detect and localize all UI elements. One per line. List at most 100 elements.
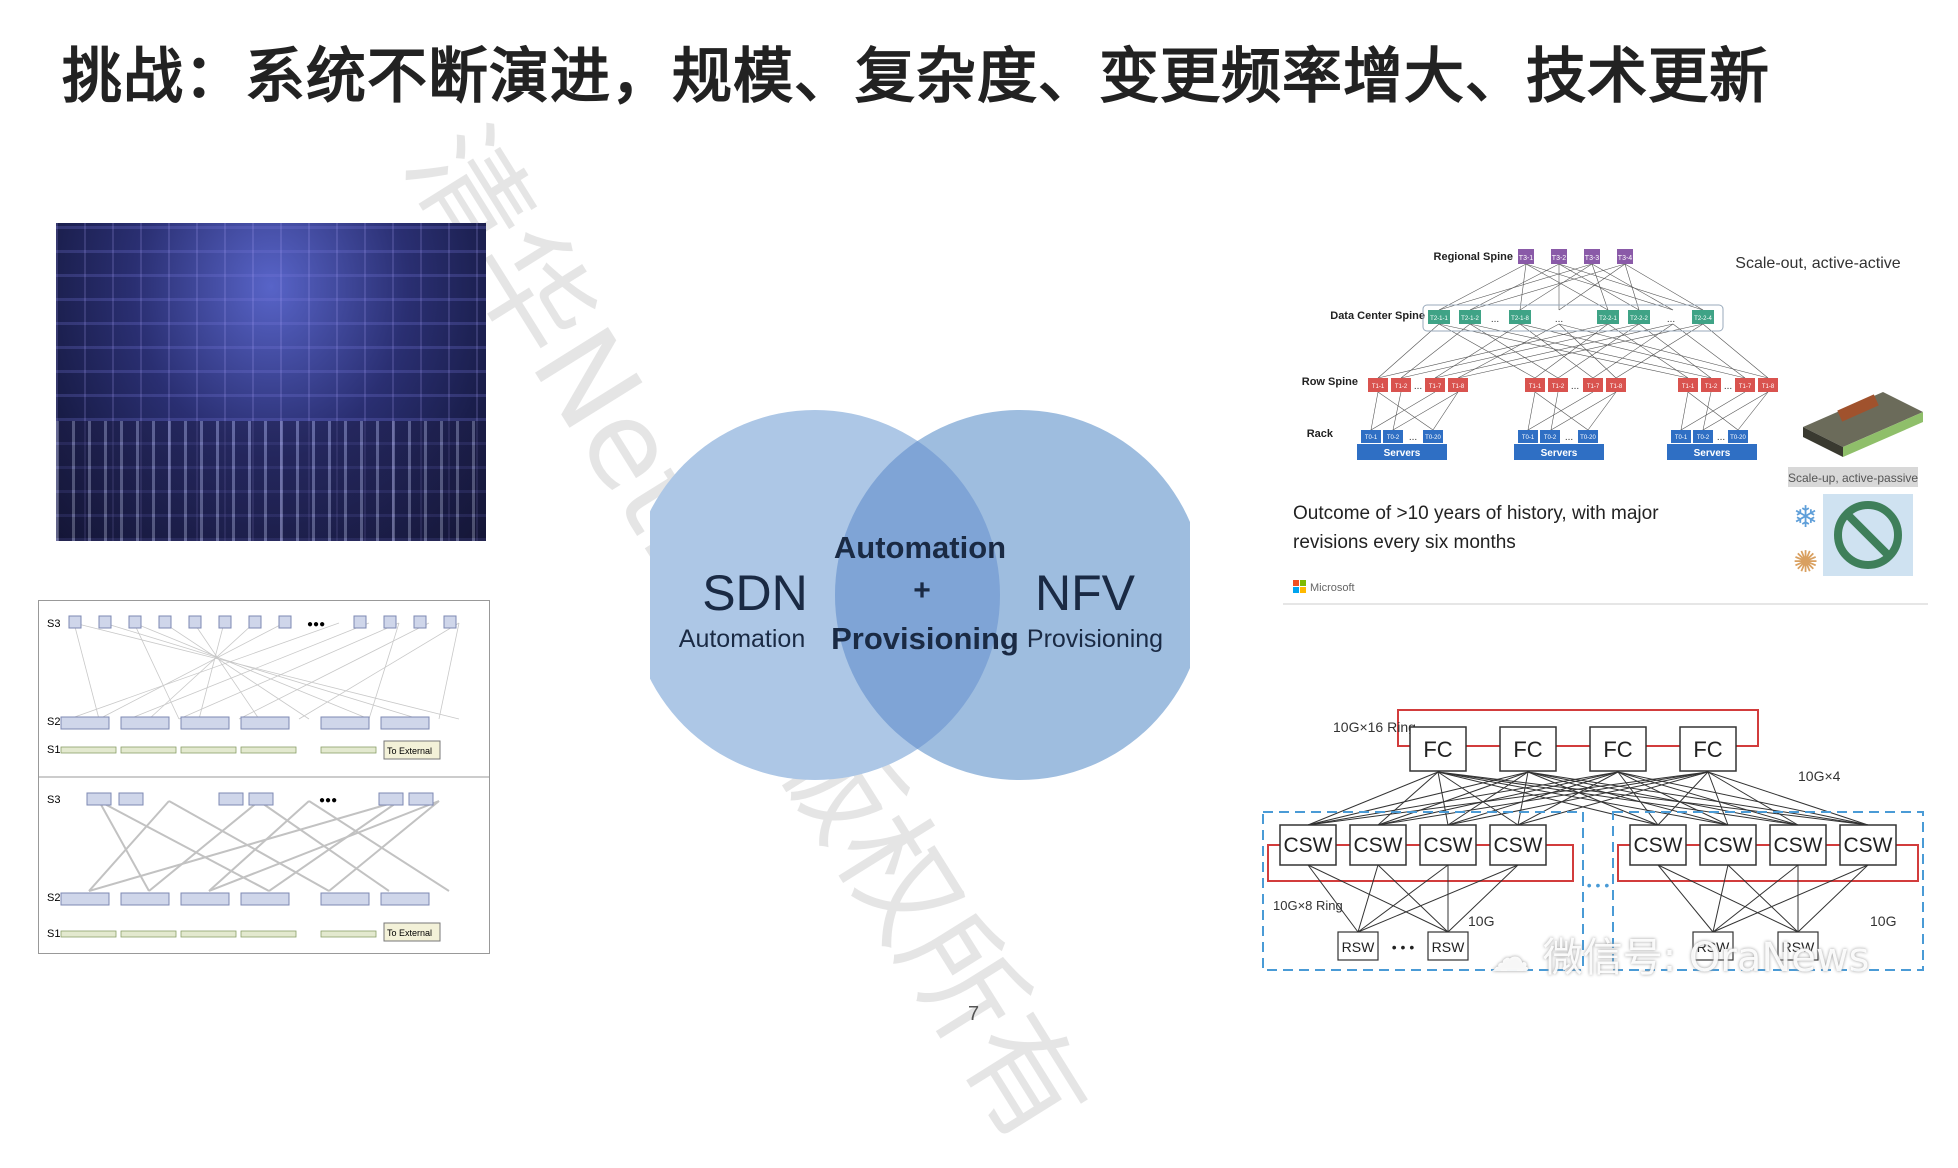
fabric-csw-rsw-links xyxy=(1307,864,1869,933)
ms-scale-out-note: Scale-out, active-active xyxy=(1735,255,1901,272)
clos-bottom-s2-nodes xyxy=(60,892,430,906)
fabric-rsw-label: RSW xyxy=(1342,939,1375,955)
fabric-csw-ring-right xyxy=(1617,844,1919,882)
fabric-csw-nodes: CSW CSW CSW CSW CSW CSW CSW CSW xyxy=(1279,824,1897,866)
clos-top-s2: S2 xyxy=(47,716,60,728)
ms-t0-ellipsis: ... xyxy=(1565,432,1573,443)
ms-t3-nodes: T3-1 T3-2 T3-3 T3-4 xyxy=(1518,249,1633,264)
fabric-fc-ring xyxy=(1397,709,1759,747)
clos-topology-diagram: S3 ●●● S2 S1 To External S3 xyxy=(38,600,490,954)
clos-bottom-s2: S2 xyxy=(47,892,60,904)
slide-title: 挑战：系统不断演进，规模、复杂度、变更频率增大、技术更新 xyxy=(62,42,1770,112)
venn-svg: SDN Automation Automation + Provisioning… xyxy=(630,410,1205,780)
ms-brand-label: Microsoft xyxy=(1310,582,1355,594)
fabric-10g-label-right: 10G xyxy=(1870,913,1896,929)
fabric-fc-label: FC xyxy=(1693,737,1722,762)
ms-t3-label: T3-1 xyxy=(1519,255,1534,262)
clos-bottom-s3-nodes xyxy=(86,792,434,806)
ms-t1-label: T1-7 xyxy=(1739,384,1752,390)
venn-left-title: SDN xyxy=(702,565,808,621)
ms-t2-ellipsis: ... xyxy=(1667,314,1675,325)
ms-t3-label: T3-2 xyxy=(1552,255,1567,262)
fabric-csw-label: CSW xyxy=(1494,834,1543,857)
fabric-csw-label: CSW xyxy=(1774,834,1823,857)
ms-t3-label: T3-4 xyxy=(1618,255,1633,262)
ms-t1-label: T1-7 xyxy=(1429,384,1442,390)
fabric-csw-label: CSW xyxy=(1634,834,1683,857)
fabric-csw-label: CSW xyxy=(1704,834,1753,857)
ms-t0-ellipsis: ... xyxy=(1717,432,1725,443)
ms-dc-spine-frame xyxy=(1422,304,1724,332)
ms-t1-label: T1-2 xyxy=(1552,384,1565,390)
ms-t1-label: T1-2 xyxy=(1395,384,1408,390)
ms-t1-label: T1-8 xyxy=(1610,384,1623,390)
ms-t1-label: T1-8 xyxy=(1762,384,1775,390)
ms-t0-label: T0-2 xyxy=(1387,435,1400,441)
venn-center-line1: Automation xyxy=(834,530,1006,565)
clos-top-ext: To External xyxy=(387,746,432,756)
fabric-fc-nodes: FC FC FC FC xyxy=(1409,726,1737,772)
ms-rack-group-1: T0-1 T0-2 ... T0-20 Servers xyxy=(1357,430,1447,460)
ms-t1-ellipsis: ... xyxy=(1724,381,1732,392)
fabric-ring8-label: 10G×8 Ring xyxy=(1273,898,1343,913)
fabric-fc-csw-links xyxy=(1307,771,1869,826)
ms-t3-label: T3-3 xyxy=(1585,255,1600,262)
ms-outcome-line2: revisions every six months xyxy=(1293,532,1516,553)
ms-t1-ellipsis: ... xyxy=(1571,381,1579,392)
ms-t1-group-2: T1-1 T1-2 ... T1-7 T1-8 xyxy=(1525,378,1626,392)
ms-t1-group-3: T1-1 T1-2 ... T1-7 T1-8 xyxy=(1678,378,1778,392)
fabric-rsw-label: RSW xyxy=(1432,939,1465,955)
ms-t2-label: T2-1-1 xyxy=(1430,316,1448,322)
ms-t2-label: T2-2-1 xyxy=(1599,316,1617,322)
fabric-pod-right xyxy=(1612,811,1924,971)
ms-t1-label: T1-7 xyxy=(1587,384,1600,390)
ms-t1-label: T1-1 xyxy=(1682,384,1695,390)
venn-left-sub: Automation xyxy=(679,625,805,653)
clos-top-links xyxy=(68,622,460,720)
ms-t1-group-1: T1-1 T1-2 ... T1-7 T1-8 xyxy=(1368,378,1468,392)
ms-t0-label: T0-20 xyxy=(1580,435,1596,441)
fabric-fc-label: FC xyxy=(1603,737,1632,762)
fabric-rsw-nodes: RSW RSW RSW RSW xyxy=(1337,931,1819,961)
ms-t2-ellipsis: ... xyxy=(1491,314,1499,325)
ms-t0-label: T0-20 xyxy=(1730,435,1746,441)
ms-t1-label: T1-1 xyxy=(1372,384,1385,390)
fabric-csw-label: CSW xyxy=(1354,834,1403,857)
ms-servers-label: Servers xyxy=(1384,448,1421,459)
fabric-rsw-dots: • • • xyxy=(1392,939,1415,955)
fabric-csw-label: CSW xyxy=(1844,834,1893,857)
ms-rack-group-3: T0-1 T0-2 ... T0-20 Servers xyxy=(1667,430,1757,460)
clos-top-ext-box xyxy=(383,740,441,760)
venn-right-sub: Provisioning xyxy=(1027,625,1163,653)
clos-bottom-ext-box xyxy=(383,922,441,942)
clos-bottom-links xyxy=(88,800,450,892)
wechat-watermark: ☁ 微信号: OraNews xyxy=(1490,925,1869,983)
ms-servers-label: Servers xyxy=(1694,448,1731,459)
ms-row-spine-label: Row Spine xyxy=(1302,376,1358,388)
ms-t2-nodes: T2-1-1 T2-1-2 ... T2-1-8 ... T2-2-1 T2-2… xyxy=(1428,310,1714,325)
ms-t0-label: T0-2 xyxy=(1697,435,1710,441)
microsoft-logo-icon xyxy=(1293,580,1306,593)
fabric-10g-label-left: 10G xyxy=(1468,913,1494,929)
ms-servers-label: Servers xyxy=(1541,448,1578,459)
venn-center-line2: + xyxy=(913,574,931,607)
ms-dc-spine-label: Data Center Spine xyxy=(1330,310,1425,322)
clos-bottom-s3: S3 xyxy=(47,794,60,806)
ms-rack-group-2: T0-1 T0-2 ... T0-20 Servers xyxy=(1514,430,1604,460)
fabric-rsw-label: RSW xyxy=(1782,939,1815,955)
fabric-pod-left xyxy=(1262,811,1584,971)
microsoft-topology-diagram: Scale-out, active-active Regional Spine … xyxy=(1283,232,1928,612)
venn-right-title: NFV xyxy=(1035,565,1136,621)
fabric-csw-label: CSW xyxy=(1284,834,1333,857)
ms-t2-label: T2-1-8 xyxy=(1511,316,1529,322)
venn-center-line3: Provisioning xyxy=(831,621,1019,656)
ms-t1-label: T1-1 xyxy=(1529,384,1542,390)
fabric-csw-label: CSW xyxy=(1424,834,1473,857)
clos-bottom-s1-nodes xyxy=(60,930,377,938)
datacenter-photo xyxy=(56,223,486,541)
clos-top-s1-nodes xyxy=(60,746,377,754)
clos-top-s3-nodes xyxy=(68,615,457,629)
sun-icon: ✺ xyxy=(1793,546,1818,579)
fabric-topology-diagram: 10G×16 Ring 10G×4 FC FC FC FC xyxy=(1258,700,1928,975)
fabric-rsw-label: RSW xyxy=(1697,939,1730,955)
